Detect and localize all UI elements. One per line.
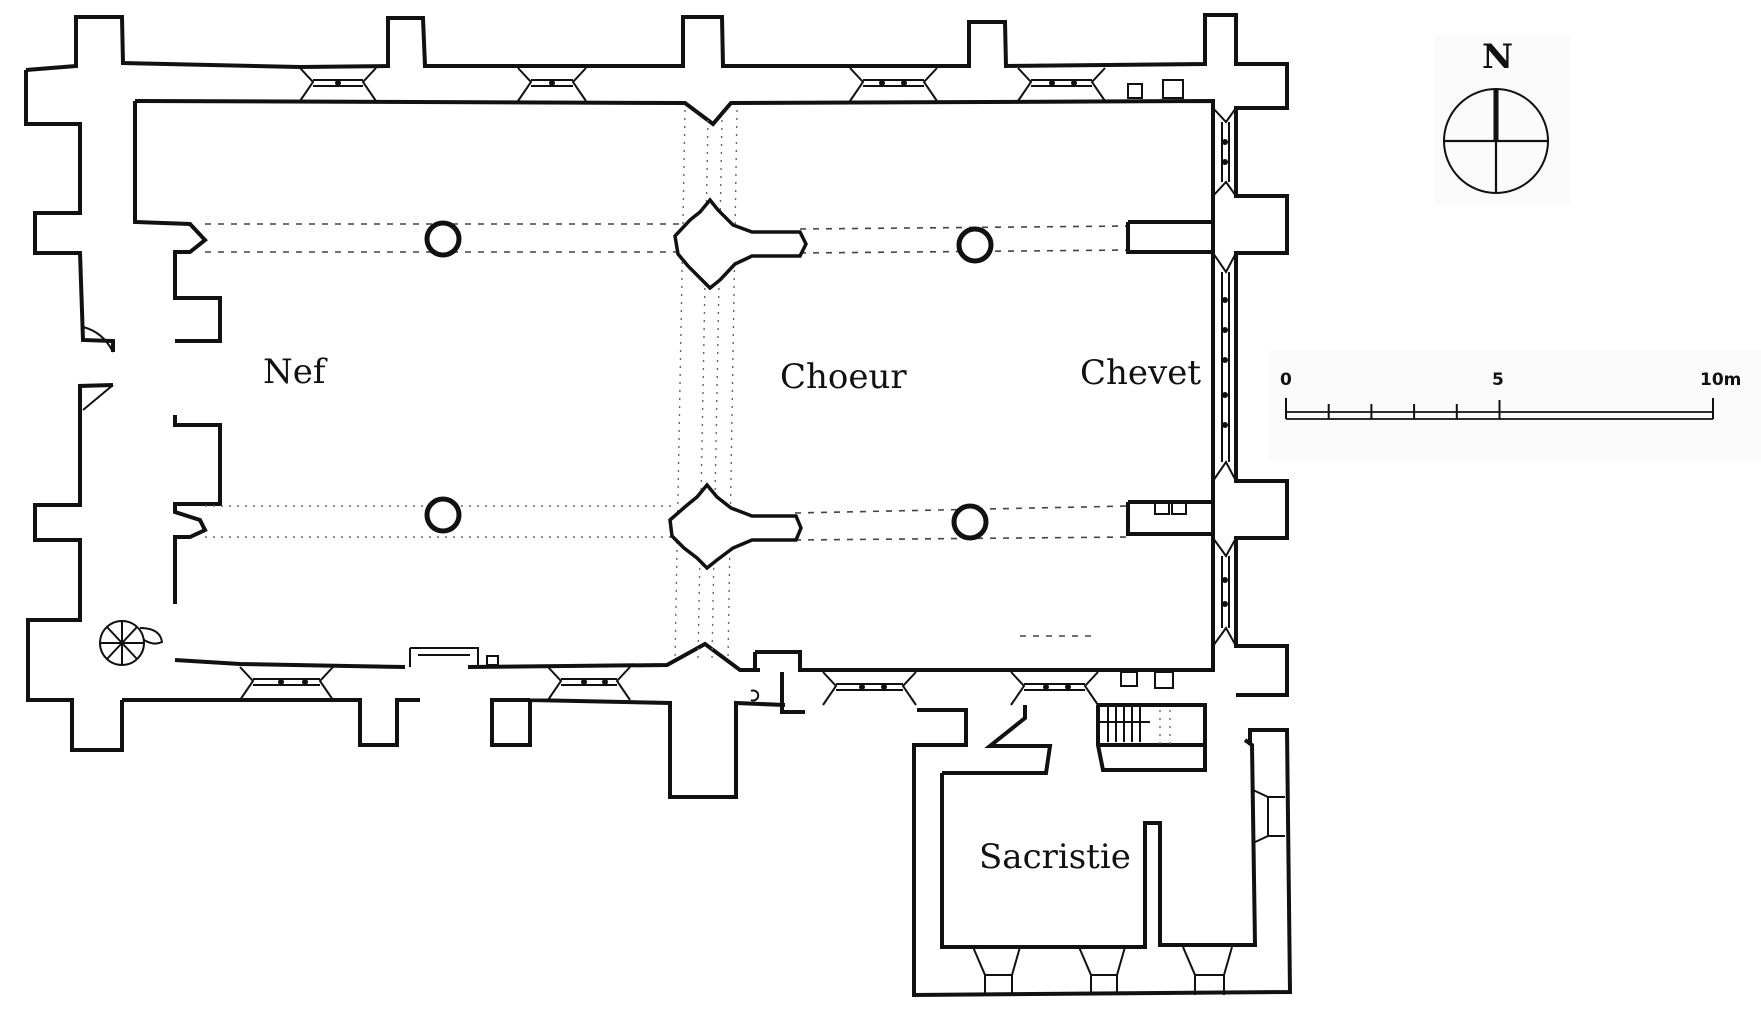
pier-north: [673, 197, 808, 291]
north-label: N: [1482, 37, 1513, 77]
window: [547, 666, 631, 701]
window: [1212, 107, 1237, 197]
scale-label-10m: 10m: [1700, 370, 1741, 390]
windows: [239, 67, 1237, 706]
column: [424, 496, 462, 534]
room-label-chevet: Chevet: [1080, 353, 1201, 393]
church-walls: [24, 13, 1289, 799]
window: [822, 671, 917, 706]
compass-panel: [1434, 34, 1570, 206]
window: [517, 67, 587, 102]
north-compass: N: [1443, 37, 1549, 194]
spiral-staircase: [99, 620, 164, 666]
scale-label-0: 0: [1280, 370, 1292, 390]
column: [951, 503, 989, 541]
vault-lines: [205, 109, 1131, 661]
column: [956, 226, 994, 264]
small-niche: [486, 655, 499, 666]
window: [239, 666, 334, 701]
sacristy-walls: [912, 703, 1293, 998]
room-label-sacristie: Sacristie: [979, 837, 1131, 877]
window: [849, 67, 938, 102]
pier-south: [668, 482, 803, 571]
window: [1212, 537, 1237, 647]
scale-label-5: 5: [1492, 370, 1504, 390]
column: [424, 220, 462, 258]
columns: [424, 220, 994, 541]
window: [1010, 671, 1099, 706]
scale-panel: [1268, 350, 1761, 462]
piers: [668, 197, 808, 571]
room-label-nef: Nef: [263, 352, 328, 392]
window: [299, 67, 377, 102]
room-label-choeur: Choeur: [780, 357, 907, 397]
scale-bar: 0 5 10m: [1280, 370, 1741, 420]
window: [1017, 67, 1106, 102]
window: [1212, 252, 1237, 482]
